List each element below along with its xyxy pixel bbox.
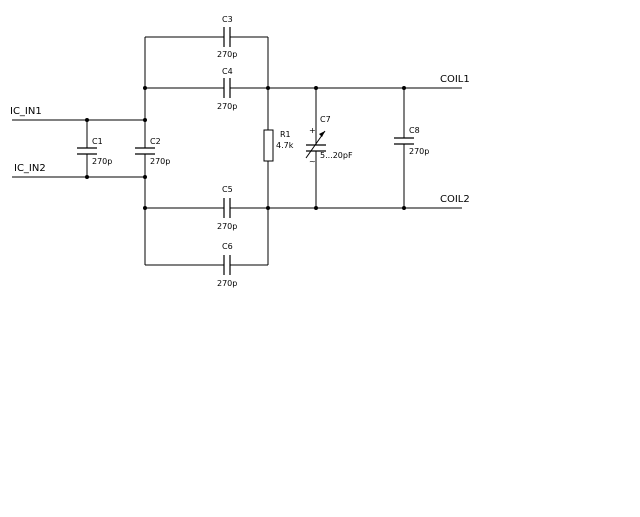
c7-value: 5...20pF (320, 151, 353, 160)
svg-text:+: + (309, 126, 316, 135)
capacitor-c5-symbol (223, 198, 231, 218)
c2-ref: C2 (150, 137, 161, 146)
c2-value: 270p (150, 157, 170, 166)
c6-ref: C6 (222, 242, 233, 251)
r1-ref: R1 (280, 130, 291, 139)
net-label-coil2: COIL2 (440, 194, 470, 205)
capacitor-c3-symbol (223, 27, 231, 47)
c4-ref: C4 (222, 67, 233, 76)
net-label-ic-in1: IC_IN1 (10, 106, 42, 117)
capacitor-c4-symbol (223, 78, 231, 98)
c8-ref: C8 (409, 126, 420, 135)
c6-value: 270p (217, 279, 237, 288)
c3-value: 270p (217, 50, 237, 59)
capacitor-c8-symbol (394, 137, 414, 145)
c1-value: 270p (92, 157, 112, 166)
junctions (85, 86, 406, 210)
capacitor-c7-variable-symbol: + ~ (305, 126, 326, 166)
c4-value: 270p (217, 102, 237, 111)
r1-value: 4.7k (276, 141, 294, 150)
c5-ref: C5 (222, 185, 233, 194)
c3-ref: C3 (222, 15, 233, 24)
capacitor-c1-symbol (77, 147, 97, 155)
svg-text:~: ~ (309, 157, 316, 166)
resistor-r1-symbol (263, 129, 274, 162)
c8-value: 270p (409, 147, 429, 156)
capacitor-c2-symbol (135, 147, 155, 155)
c5-value: 270p (217, 222, 237, 231)
c7-ref: C7 (320, 115, 331, 124)
c1-ref: C1 (92, 137, 103, 146)
capacitor-c6-symbol (223, 255, 231, 275)
net-label-coil1: COIL1 (440, 74, 470, 85)
net-label-ic-in2: IC_IN2 (14, 163, 46, 174)
